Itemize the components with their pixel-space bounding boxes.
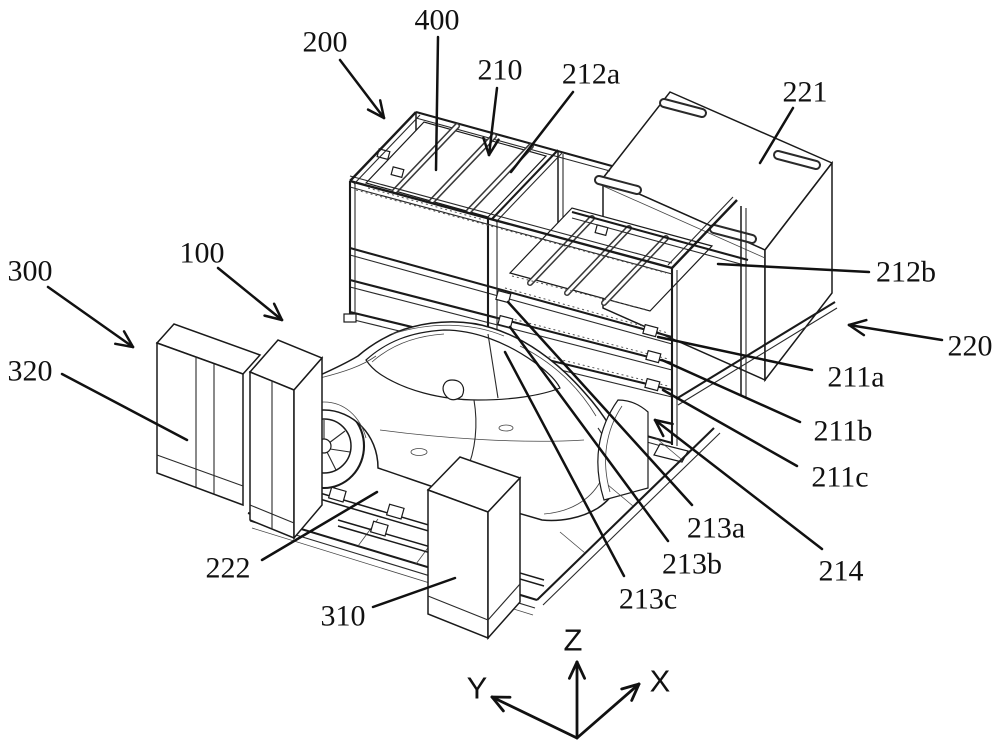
leader-line-400 (434, 35, 440, 172)
battery-tray-left (364, 121, 548, 221)
arrowhead (378, 99, 386, 120)
axis-label-X: X (650, 664, 671, 699)
leader-line-100 (216, 266, 284, 322)
ref-numeral-213b: 213b (662, 548, 722, 581)
arrowhead (366, 108, 386, 120)
ref-numeral-300: 300 (8, 255, 53, 288)
arrowhead (653, 418, 665, 438)
ref-numeral-310: 310 (321, 600, 366, 633)
leader-line-200 (338, 58, 386, 120)
leader-line-300 (46, 285, 135, 349)
leader-line-212a (509, 90, 575, 174)
car-greenhouse (365, 329, 561, 401)
arrowhead (122, 330, 135, 349)
annotation-layer: 200 400 210 212a 221 212b 220 211a 211b 211c 214 21… (8, 4, 993, 740)
support-bracket (597, 399, 649, 501)
arrowhead (482, 136, 491, 157)
leader-line-211b (660, 358, 802, 424)
ref-numeral-212a: 212a (562, 58, 620, 91)
arrowhead (620, 682, 641, 691)
leader-line-211c (661, 388, 799, 468)
ref-numeral-200: 200 (303, 26, 348, 59)
ref-numeral-211c: 211c (811, 461, 868, 494)
ref-numeral-221: 221 (783, 76, 828, 109)
ref-numeral-220: 220 (948, 330, 993, 363)
leader-line-212b (716, 262, 871, 274)
arrowhead (114, 342, 135, 349)
outer-frame-rail (675, 301, 838, 406)
leader-line-221 (758, 106, 795, 165)
leader-line-214 (653, 418, 824, 551)
leader-line-210 (487, 86, 499, 157)
ref-numeral-100: 100 (180, 237, 225, 270)
leader-line-320 (60, 372, 189, 442)
arrowhead (490, 695, 505, 713)
ref-numeral-211b: 211b (814, 415, 873, 448)
axis-line-X (575, 682, 641, 740)
battery-tray-right (508, 207, 749, 312)
arrowhead (487, 138, 500, 157)
left-panel-rear (155, 323, 262, 507)
arrowhead (272, 302, 284, 322)
axis-label-Y: Y (467, 671, 488, 706)
ref-numeral-212b: 212b (876, 256, 936, 289)
deck-tile-marks-right (559, 437, 682, 554)
ref-numeral-213c: 213c (619, 583, 677, 616)
leader-line-211a (656, 335, 814, 372)
ref-numeral-320: 320 (8, 355, 53, 388)
car-mirror (442, 379, 465, 401)
arrowhead (847, 318, 868, 327)
rack-top-frame (349, 111, 738, 275)
leader-line-213c (503, 350, 626, 578)
arrowhead (653, 418, 674, 426)
leader-line-310 (371, 576, 457, 609)
ref-numeral-400: 400 (415, 4, 460, 37)
arrowhead (567, 660, 579, 680)
car-detail-lines (281, 324, 601, 515)
ref-numeral-222: 222 (206, 552, 251, 585)
leader-line-213b (508, 325, 670, 543)
ref-numeral-211a: 211a (827, 361, 884, 394)
left-panel-front (248, 339, 324, 541)
arrowhead (263, 314, 284, 322)
ref-numeral-213a: 213a (687, 512, 745, 545)
ref-numeral-210: 210 (478, 54, 523, 87)
leader-line-213a (506, 300, 694, 507)
arrowhead (847, 323, 866, 337)
ref-numeral-214: 214 (819, 555, 864, 588)
arrowhead (630, 682, 641, 702)
leader-line-220 (847, 323, 944, 342)
front-pillar (426, 456, 522, 640)
arrowhead (575, 660, 587, 680)
axis-label-Z: Z (564, 623, 583, 658)
axis-line-Y (490, 695, 579, 740)
vehicle (257, 321, 624, 522)
leader-line-222 (260, 490, 379, 562)
